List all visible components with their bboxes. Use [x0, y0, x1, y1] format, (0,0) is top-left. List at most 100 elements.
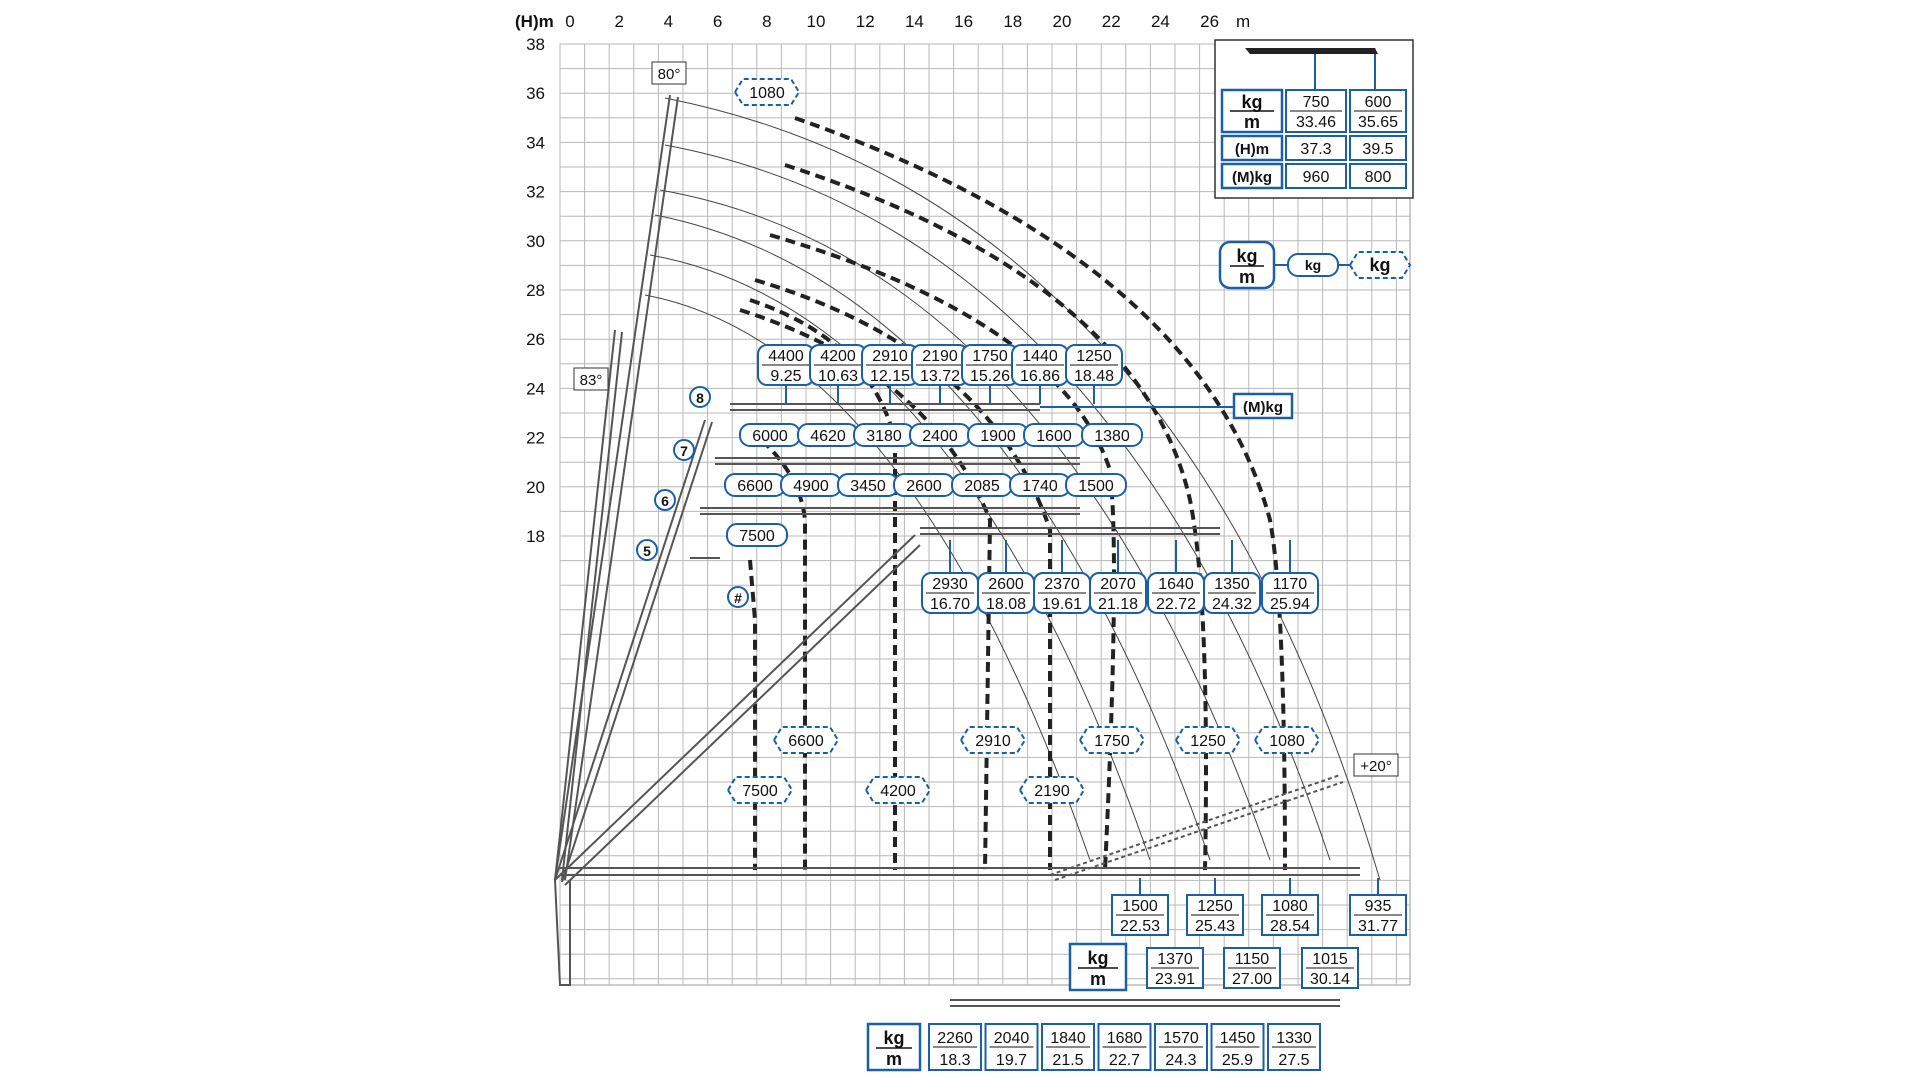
ext-header-kg: kg	[1241, 92, 1262, 112]
ext-col2-kg: 600	[1365, 94, 1392, 111]
row5-0-m: 16.70	[930, 596, 970, 613]
dashed-low-1-box	[864, 776, 932, 804]
boom-horizontal	[560, 867, 1360, 876]
dashed-mid-1-box	[959, 726, 1027, 754]
dashed-curve-1250	[784, 163, 1208, 871]
row5-6-kg: 1170	[1273, 576, 1308, 593]
y-tick-label: 20	[526, 478, 545, 497]
row-top-5-m: 16.86	[1020, 368, 1060, 385]
dashed-curve-1750	[769, 233, 1116, 871]
dashed-curve-6600	[748, 428, 807, 870]
row7-1-kg: 4900	[793, 478, 829, 495]
row8-2-kg: 3180	[866, 428, 902, 445]
bottom-b-0-kg: 1370	[1157, 951, 1193, 968]
dashed-curve-1080	[794, 116, 1287, 871]
boom-marker-hash: #	[734, 590, 742, 606]
crane-booms	[554, 94, 1360, 986]
boom-marker-8: 8	[696, 390, 704, 406]
x-tick-label: 6	[713, 12, 722, 31]
row-top-0-kg: 4400	[768, 348, 804, 365]
bottom-a-3-kg: 935	[1365, 898, 1392, 915]
x-tick-label: 22	[1102, 12, 1121, 31]
y-tick-label: 38	[526, 35, 545, 54]
x-tick-label: 4	[664, 12, 673, 31]
bottom-table-m: 21.5	[1052, 1052, 1083, 1069]
row-top-5-kg: 1440	[1022, 348, 1058, 365]
bottom-table-boom	[950, 999, 1340, 1007]
angle-plus20: +20°	[1360, 758, 1391, 775]
y-tick-label: 24	[526, 379, 545, 398]
row-top-3-kg: 2190	[922, 348, 958, 365]
bottom-b-2-m: 30.14	[1310, 971, 1350, 988]
row8-6-kg: 1380	[1094, 428, 1130, 445]
row8-3-kg: 2400	[922, 428, 958, 445]
row-top-6-kg: 1250	[1076, 348, 1112, 365]
boom-plus20	[1049, 774, 1344, 881]
legend: kg m kg kg (M)kg	[1218, 240, 1412, 420]
bottom-b-0-m: 23.91	[1155, 971, 1195, 988]
bottom-b-1-kg: 1150	[1235, 951, 1270, 968]
dashed-low-0-box	[726, 776, 794, 804]
dashed-mid-3-kg: 1250	[1190, 733, 1226, 750]
row8-6-box	[1081, 423, 1143, 447]
x-tick-label: 8	[762, 12, 771, 31]
boom-markers: 8 7 6 5 #	[636, 386, 749, 608]
legend-mkg: (M)kg	[1243, 399, 1283, 416]
row5-1-kg: 2600	[988, 576, 1024, 593]
bottom-table-m: 24.3	[1165, 1052, 1196, 1069]
row-top-2-m: 12.15	[870, 368, 910, 385]
bottom-table-kg: 1680	[1107, 1030, 1143, 1047]
boom-row-8	[730, 403, 1040, 411]
row5-4-m: 22.72	[1156, 596, 1196, 613]
row5-0-kg: 2930	[932, 576, 968, 593]
x-tick-label: 20	[1053, 12, 1072, 31]
connector-lines	[785, 385, 1379, 895]
ext-mkg-label: (M)kg	[1232, 169, 1272, 186]
bottom-table-m: 19.7	[996, 1052, 1027, 1069]
arc-4	[654, 214, 1211, 861]
boom-row-5	[690, 527, 1220, 559]
capacity-labels: 108044009.25420010.63291012.15219013.721…	[724, 78, 1407, 992]
row7-4-kg: 2085	[964, 478, 1000, 495]
legend-small-kg: kg	[1305, 257, 1321, 273]
row-top-4-kg: 1750	[972, 348, 1008, 365]
y-tick-label: 22	[526, 429, 545, 448]
boom-marker-5: 5	[643, 543, 651, 559]
bottom-a-0-m: 22.53	[1120, 918, 1160, 935]
ext-col1-m: 33.46	[1296, 114, 1336, 131]
row-top-1-m: 10.63	[818, 368, 858, 385]
row8-5-kg: 1600	[1036, 428, 1072, 445]
y-tick-label: 34	[526, 133, 545, 152]
x-tick-label: 0	[565, 12, 574, 31]
dashed-mid-2-box	[1078, 726, 1146, 754]
bottom-header-kg: kg	[883, 1028, 904, 1048]
row5-3-m: 21.18	[1098, 596, 1138, 613]
angle-83: 83°	[580, 372, 603, 389]
bottom-table-m: 25.9	[1222, 1052, 1253, 1069]
angle-labels: 80° 83° +20°	[573, 61, 1399, 777]
x-tick-label: 2	[614, 12, 623, 31]
x-tick-label: 10	[807, 12, 826, 31]
bottom-table-m: 22.7	[1109, 1052, 1140, 1069]
boom-row-6	[700, 507, 1080, 515]
y-tick-label: 36	[526, 84, 545, 103]
dashed-mid-4-box	[1253, 726, 1321, 754]
row-top-4-m: 15.26	[970, 368, 1010, 385]
boom-83deg	[554, 329, 623, 881]
x-axis-unit: m	[1236, 12, 1250, 31]
x-tick-label: 14	[905, 12, 924, 31]
row-top-3-m: 13.72	[920, 368, 960, 385]
dashed-mid-0-kg: 6600	[788, 733, 824, 750]
ext-col1-kg: 750	[1303, 94, 1330, 111]
row-top-1-kg: 4200	[820, 348, 856, 365]
x-tick-label: 12	[856, 12, 875, 31]
bottom-a-1-m: 25.43	[1195, 918, 1235, 935]
row-top-6-m: 18.48	[1074, 368, 1114, 385]
row-top-2-kg: 2910	[872, 348, 908, 365]
boom-diag-1	[554, 534, 921, 886]
bottom-a-3-m: 31.77	[1358, 918, 1398, 935]
dashed-mid-3-box	[1174, 726, 1242, 754]
row6-0-box	[726, 523, 788, 547]
ext-h-label: (H)m	[1235, 141, 1269, 158]
